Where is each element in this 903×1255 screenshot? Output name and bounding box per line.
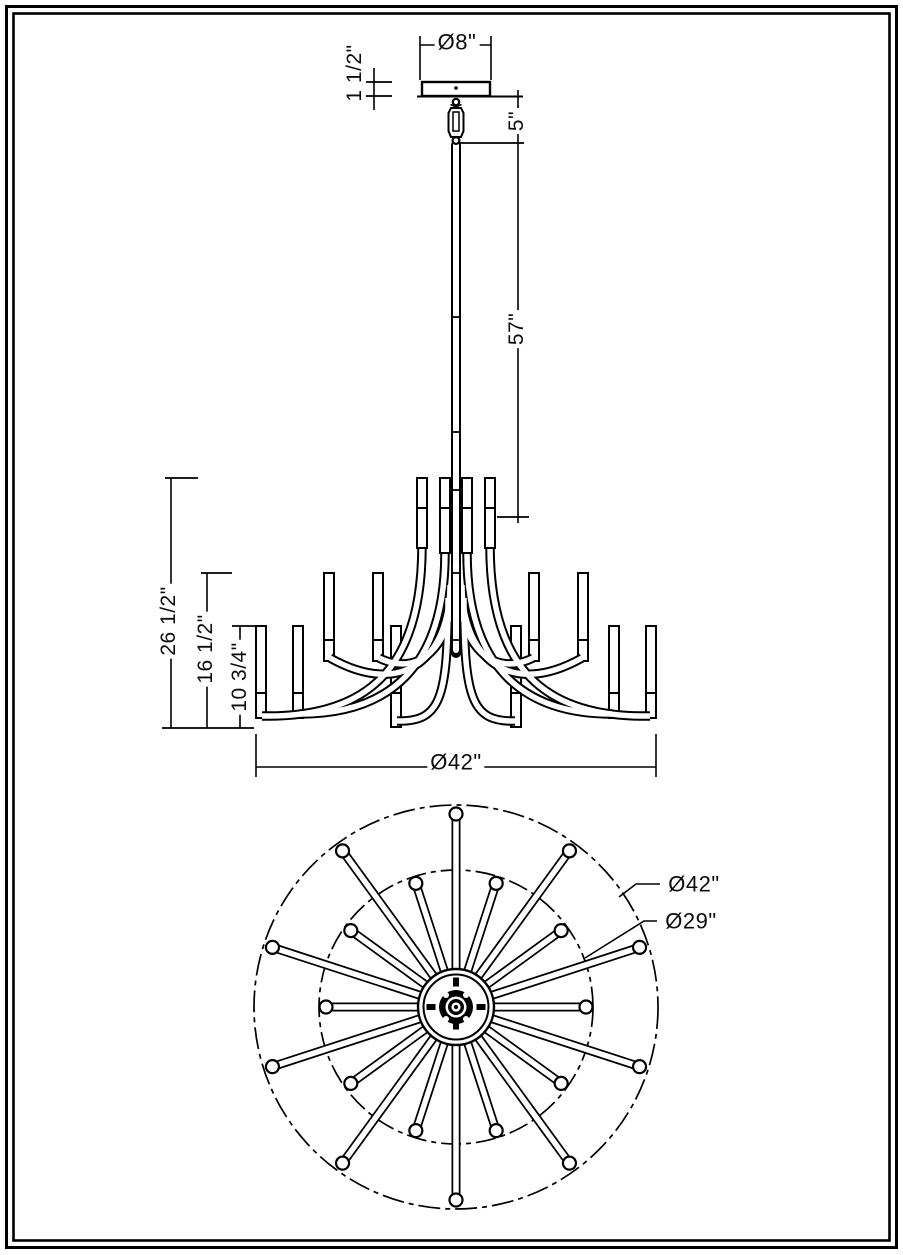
plan-arm-tip (264, 939, 281, 955)
plan-arm-tip (334, 1155, 351, 1171)
plan-arm-tip (553, 1075, 569, 1092)
swivel-hanger (447, 97, 465, 146)
frame-border (5, 5, 898, 1249)
plan-arm-tip (488, 1123, 504, 1139)
elevation-view (162, 36, 657, 777)
leader-outer-diameter (618, 883, 660, 898)
plan-arm-tip (264, 1059, 281, 1075)
plan-arm-tip (334, 843, 351, 859)
plan-arm-tip (578, 999, 594, 1015)
outer-diameter-circle (253, 804, 659, 1210)
plan-arm-tip (318, 999, 334, 1015)
candle-tube (372, 572, 384, 662)
plan-hub (416, 967, 496, 1047)
candle-tube (461, 477, 473, 554)
dim-label-hanger-drop: 5" (505, 107, 529, 135)
candle-tube (645, 625, 657, 719)
dim-label-fixture-height: 26 1/2" (157, 583, 181, 659)
leader-lines (584, 883, 660, 959)
hanging-rod (451, 140, 461, 658)
plan-arm-tip (408, 1123, 424, 1139)
candle-tube (439, 477, 451, 554)
plan-arm-tip (343, 1075, 359, 1092)
plan-view (253, 804, 660, 1210)
plan-arm-tip (631, 939, 648, 955)
candle-tube (577, 572, 589, 662)
dim-label-plan-outer-diameter: Ø42" (665, 872, 723, 896)
plan-arm-tip (553, 922, 569, 939)
plan-arm-tip (408, 875, 424, 891)
candle-tube (608, 625, 620, 719)
dim-label-fixture-diameter: Ø42" (427, 750, 485, 774)
dim-label-canopy-diameter: Ø8" (434, 30, 480, 54)
candle-tube (323, 572, 335, 662)
plan-arm-tip (561, 843, 578, 859)
plan-arm-tip (448, 806, 464, 822)
candle-tube (416, 477, 428, 549)
curved-arms (261, 545, 651, 726)
candle-tube (528, 572, 540, 662)
ceiling-canopy (417, 80, 523, 98)
rod-joints (451, 316, 461, 641)
dim-label-rod-length: 57" (505, 309, 529, 349)
plan-radial-arms (264, 806, 648, 1208)
plan-arm-tip (561, 1155, 578, 1171)
candle-tube (292, 625, 304, 719)
dim-label-plan-inner-diameter: Ø29" (662, 909, 720, 933)
candle-tubes-inner (416, 477, 496, 554)
candle-socket-lines (256, 507, 656, 694)
plan-arm-tip (448, 1192, 464, 1208)
dim-label-canopy-height: 1 1/2" (343, 41, 367, 105)
leader-inner-diameter (584, 920, 657, 959)
candle-tube (484, 477, 496, 549)
candle-tube (255, 625, 267, 719)
plan-arm-tip (343, 922, 359, 939)
dim-label-mid-candle-height: 16 1/2" (194, 611, 218, 687)
hub-gear (439, 990, 473, 1024)
dim-label-outer-candle-height: 10 3/4" (228, 639, 252, 715)
plan-arm-tip (488, 875, 504, 891)
plan-arm-tip (631, 1059, 648, 1075)
canopy-screw (454, 86, 458, 90)
